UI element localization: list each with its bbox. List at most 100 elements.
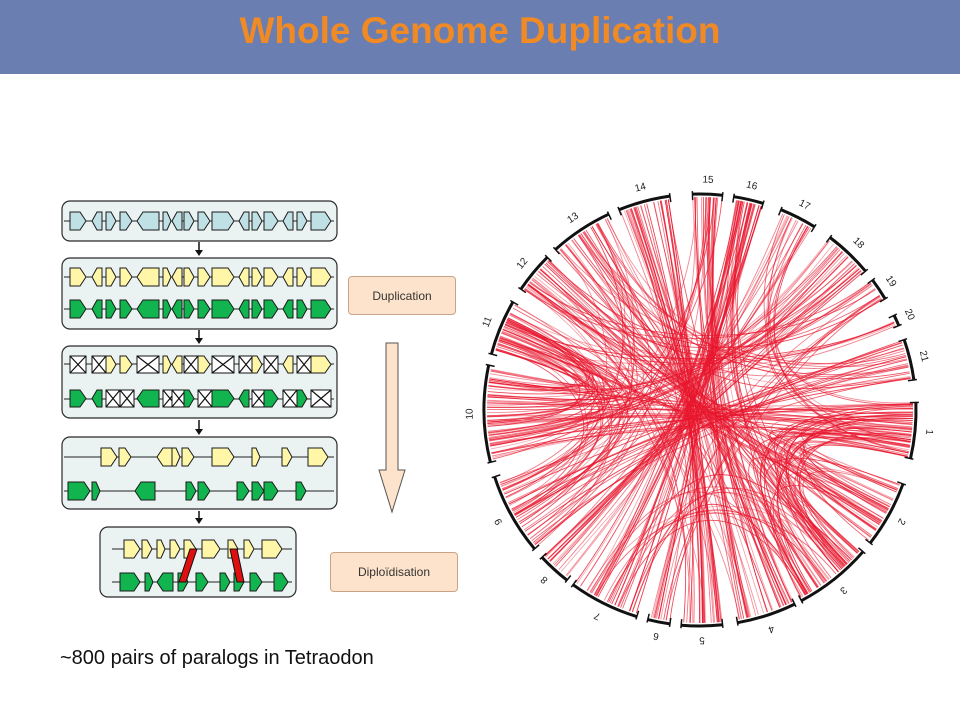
arc-end-tick bbox=[867, 277, 876, 285]
gene-copy-a bbox=[181, 447, 195, 467]
paralog-link bbox=[506, 321, 899, 490]
paralog-link bbox=[547, 260, 883, 348]
paralog-link bbox=[611, 203, 753, 605]
paralog-link bbox=[488, 317, 593, 389]
paralog-link bbox=[779, 415, 913, 570]
gene-copy-b bbox=[69, 299, 87, 319]
paralog-link bbox=[777, 477, 884, 581]
paralog-link bbox=[788, 471, 891, 563]
paralog-link bbox=[711, 197, 782, 608]
gene-copy-a bbox=[123, 539, 141, 559]
paralog-link bbox=[603, 511, 809, 601]
paralog-link bbox=[555, 213, 784, 567]
paralog-link bbox=[488, 317, 612, 438]
paralog-link bbox=[774, 404, 913, 573]
gene-copy-b bbox=[91, 481, 101, 501]
paralog-link bbox=[609, 202, 752, 604]
gene-copy-a bbox=[310, 267, 332, 287]
paralog-link bbox=[504, 341, 903, 495]
chromosome-arc bbox=[800, 550, 865, 603]
paralog-link bbox=[514, 372, 910, 516]
paralog-link bbox=[529, 281, 880, 349]
paralog-link bbox=[658, 202, 752, 619]
paralog-link bbox=[495, 349, 632, 539]
gene-copy-b bbox=[197, 299, 211, 319]
paralog-link bbox=[773, 412, 914, 553]
gene bbox=[183, 211, 195, 231]
paralog-link bbox=[633, 207, 720, 623]
chromosome-label: 6 bbox=[652, 630, 660, 642]
paralog-link bbox=[532, 197, 707, 543]
gene bbox=[310, 211, 332, 231]
paralog-link bbox=[547, 252, 845, 560]
arc-end-tick bbox=[539, 552, 547, 560]
paralog-link bbox=[799, 443, 908, 523]
chromosome-label: 21 bbox=[917, 350, 930, 364]
arrowhead-icon bbox=[195, 429, 203, 435]
gene bbox=[282, 211, 294, 231]
panel-duplicated bbox=[61, 257, 338, 330]
paralog-link bbox=[777, 419, 913, 593]
paralog-link bbox=[524, 289, 877, 530]
gene-copy-b bbox=[144, 572, 154, 592]
paralog-link bbox=[502, 327, 593, 490]
paralog-link bbox=[502, 197, 715, 491]
paralog-link bbox=[526, 285, 889, 510]
paralog-link bbox=[657, 201, 692, 623]
paralog-link bbox=[669, 295, 880, 621]
paralog-link bbox=[802, 436, 910, 506]
paralog-link bbox=[582, 231, 911, 386]
arc-end-tick bbox=[760, 200, 765, 210]
paralog-link bbox=[692, 197, 774, 611]
caption: ~800 pairs of paralogs in Tetraodon bbox=[60, 647, 374, 669]
paralog-link bbox=[503, 243, 645, 494]
arc-end-tick bbox=[646, 613, 650, 623]
arc-end-tick bbox=[721, 618, 724, 628]
paralog-link bbox=[665, 200, 742, 621]
gene-copy-a bbox=[183, 267, 195, 287]
gene-copy-b bbox=[296, 389, 308, 408]
paralog-link bbox=[711, 197, 748, 618]
gene-copy-a bbox=[91, 267, 103, 287]
gene-copy-a bbox=[136, 267, 160, 287]
paralog-link bbox=[620, 200, 742, 608]
gene-copy-b bbox=[136, 299, 160, 319]
paralog-link bbox=[582, 231, 812, 593]
gene-copy-b bbox=[296, 299, 308, 319]
gene-copy-a bbox=[296, 267, 308, 287]
paralog-link bbox=[504, 325, 898, 491]
paralog-link bbox=[553, 216, 790, 566]
paralog-link bbox=[760, 411, 914, 595]
chromosome-label: 5 bbox=[699, 634, 705, 645]
gene bbox=[211, 211, 235, 231]
paralog-link bbox=[629, 201, 744, 612]
gene-copy-a bbox=[141, 539, 153, 559]
paralog-link bbox=[506, 319, 604, 515]
paralog-link bbox=[508, 378, 911, 505]
chromosome-arcs bbox=[482, 191, 919, 629]
gene bbox=[251, 211, 263, 231]
paralog-link bbox=[580, 233, 828, 582]
gene-copy-a bbox=[162, 355, 172, 374]
gene-copy-a bbox=[169, 539, 181, 559]
paralog-link bbox=[658, 203, 753, 619]
paralog-link bbox=[586, 491, 804, 597]
paralog-link bbox=[793, 467, 898, 567]
paralog-link bbox=[525, 281, 871, 362]
paralog-link bbox=[580, 233, 850, 563]
paralog-link bbox=[488, 249, 841, 437]
paralog-link bbox=[487, 414, 912, 435]
paralog-link bbox=[488, 261, 854, 391]
paralog-link bbox=[489, 268, 860, 447]
paralog-link bbox=[521, 223, 635, 528]
gene-copy-a bbox=[261, 539, 283, 559]
paralog-link bbox=[486, 256, 849, 408]
paralog-link bbox=[727, 203, 843, 569]
chromosome-arc bbox=[737, 602, 796, 625]
paralog-link bbox=[643, 204, 705, 624]
paralog-link bbox=[635, 206, 787, 606]
arc-end-tick bbox=[907, 378, 917, 382]
paralog-link bbox=[667, 199, 781, 608]
arc-end-tick bbox=[564, 575, 572, 584]
chromosome-label: 8 bbox=[539, 573, 551, 585]
